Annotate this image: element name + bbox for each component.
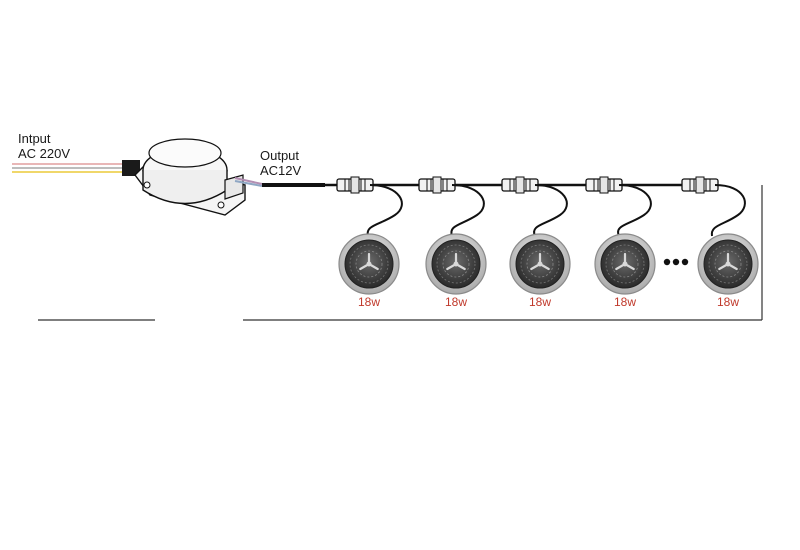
output-label-line1: Output (260, 148, 299, 163)
pool-light-icon (593, 232, 657, 296)
input-wires (12, 160, 140, 176)
output-label-line2: AC12V (260, 163, 302, 178)
connector-icon (501, 176, 539, 194)
connector-icon (418, 176, 456, 194)
diagram-frame (38, 185, 763, 321)
ellipsis-icon (663, 258, 689, 266)
pool-light-icon (696, 232, 760, 296)
lamp-watt-label: 18w (445, 295, 467, 309)
lamp-watt-label: 18w (529, 295, 551, 309)
input-label-line2: AC 220V (18, 146, 70, 161)
input-label-line1: Intput (18, 131, 51, 146)
lamp-watt-label: 18w (614, 295, 636, 309)
transformer-icon (134, 138, 246, 216)
lamp-watt-label: 18w (358, 295, 380, 309)
pool-light-icon (424, 232, 488, 296)
pool-light-icon (337, 232, 401, 296)
pool-lights (337, 232, 760, 296)
output-wire (234, 177, 325, 187)
connector-icon (585, 176, 623, 194)
lamp-watt-label: 18w (717, 295, 739, 309)
drop-cables (366, 184, 746, 237)
connector-icon (336, 176, 374, 194)
connector-icon (681, 176, 719, 194)
pool-light-icon (508, 232, 572, 296)
